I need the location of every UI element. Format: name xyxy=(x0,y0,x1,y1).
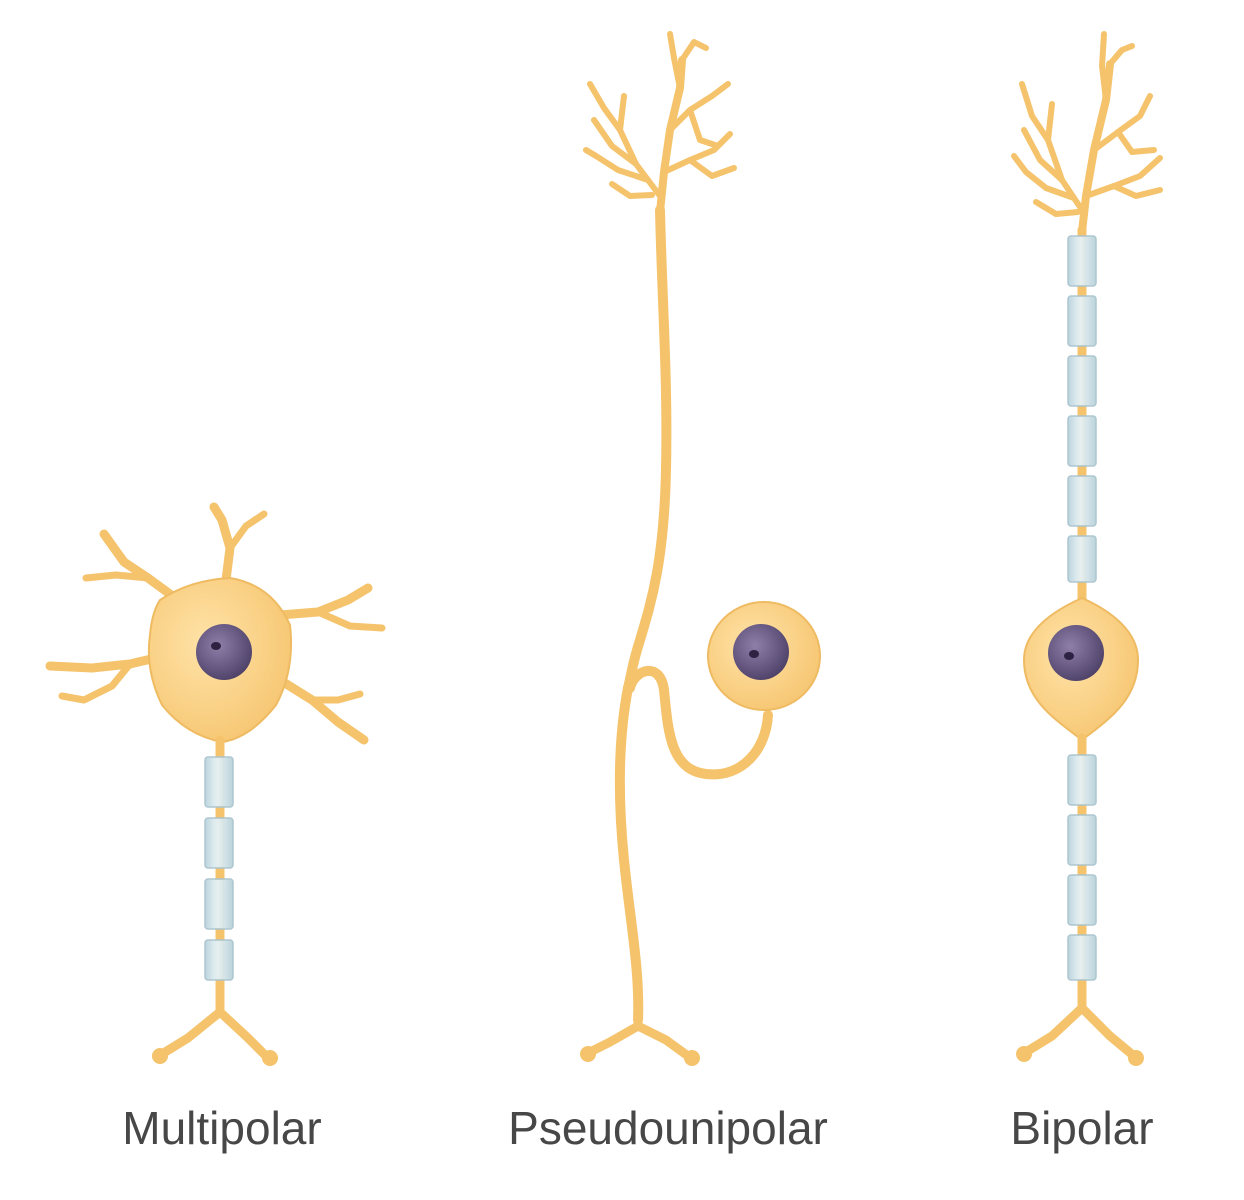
pseudounipolar-stem-process xyxy=(625,665,773,780)
label-multipolar: Multipolar xyxy=(122,1102,322,1154)
myelin-segment xyxy=(1067,355,1097,407)
myelin-segment xyxy=(204,939,234,981)
bipolar-nucleus xyxy=(1048,625,1104,681)
myelin-segment xyxy=(204,878,234,930)
pseudounipolar-nucleus xyxy=(733,624,789,680)
pseudounipolar-central-axon xyxy=(614,683,644,1025)
pseudounipolar-neuron xyxy=(580,31,821,1066)
bipolar-dendrites xyxy=(1011,31,1163,236)
axon-terminal-bulb xyxy=(1016,1046,1032,1062)
myelin-segment xyxy=(204,817,234,869)
axon-terminal-bulb xyxy=(580,1046,596,1062)
pseudounipolar-peripheral-axon xyxy=(623,205,672,693)
pseudounipolar-axon-terminals xyxy=(585,1010,693,1061)
myelin-segment xyxy=(204,756,234,808)
axon-terminal-bulb xyxy=(1128,1050,1144,1066)
pseudounipolar-dendrites xyxy=(583,31,737,216)
label-pseudounipolar: Pseudounipolar xyxy=(508,1102,828,1154)
myelin-segment xyxy=(1067,415,1097,467)
multipolar-myelin-sheath xyxy=(204,756,234,981)
axon-terminal-bulb xyxy=(152,1048,168,1064)
axon-terminal-bulb xyxy=(684,1050,700,1066)
label-bipolar: Bipolar xyxy=(1010,1102,1154,1154)
multipolar-neuron xyxy=(45,502,386,1066)
myelin-segment xyxy=(1067,754,1097,806)
bipolar-axon-terminals xyxy=(1021,980,1139,1061)
multipolar-axon-terminals xyxy=(157,985,273,1063)
bipolar-nucleolus xyxy=(1064,652,1074,660)
pseudounipolar-nucleolus xyxy=(749,650,759,658)
multipolar-nucleus xyxy=(196,624,252,680)
myelin-segment xyxy=(1067,475,1097,527)
myelin-segment xyxy=(1067,535,1097,583)
myelin-segment xyxy=(1067,874,1097,926)
myelin-segment xyxy=(1067,235,1097,287)
multipolar-nucleolus xyxy=(211,642,221,650)
myelin-segment xyxy=(1067,295,1097,347)
myelin-segment xyxy=(1067,814,1097,866)
axon-terminal-bulb xyxy=(262,1050,278,1066)
bipolar-lower-myelin-sheath xyxy=(1067,754,1097,981)
bipolar-upper-myelin-sheath xyxy=(1067,235,1097,583)
bipolar-neuron xyxy=(1011,31,1163,1066)
myelin-segment xyxy=(1067,934,1097,981)
